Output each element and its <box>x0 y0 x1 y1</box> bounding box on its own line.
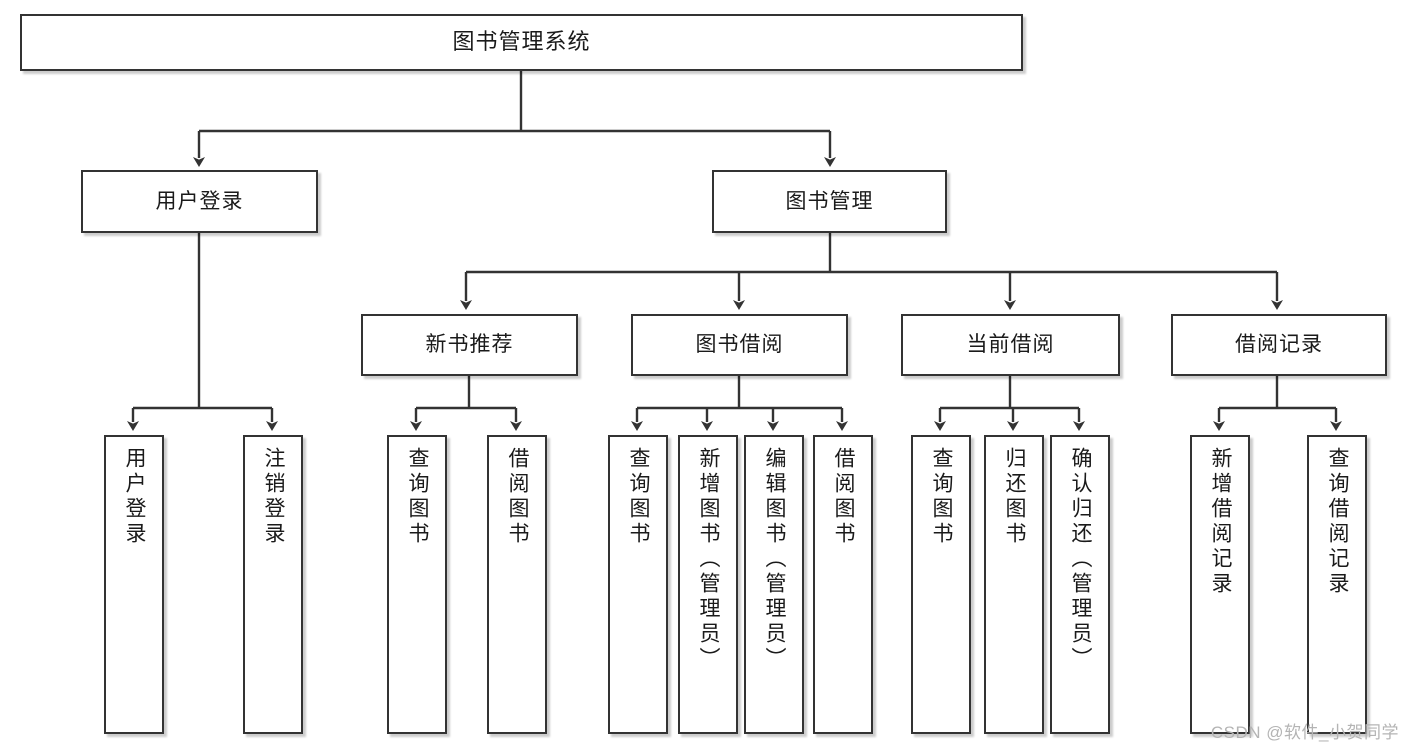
node-leaf-borrow-book-nb[interactable]: 借阅图书 <box>487 435 547 734</box>
node-leaf-query-book-cb-label: 查询图书 <box>930 447 954 547</box>
node-user-login-label: 用户登录 <box>155 189 244 213</box>
node-leaf-borrow-book-nb-label: 借阅图书 <box>506 447 530 547</box>
node-leaf-user-login-label: 用户登录 <box>123 447 147 547</box>
node-leaf-confirm-return-label: 确认归还（管理员） <box>1069 447 1093 672</box>
node-leaf-query-book-bb-label: 查询图书 <box>627 447 651 547</box>
node-leaf-return-book-label: 归还图书 <box>1003 447 1027 547</box>
node-leaf-query-record-label: 查询借阅记录 <box>1326 447 1350 597</box>
node-leaf-query-book-nb[interactable]: 查询图书 <box>387 435 447 734</box>
node-new-book-recommend[interactable]: 新书推荐 <box>361 314 578 376</box>
node-leaf-edit-book[interactable]: 编辑图书（管理员） <box>744 435 804 734</box>
node-leaf-add-book-label: 新增图书（管理员） <box>697 447 721 672</box>
node-book-borrow[interactable]: 图书借阅 <box>631 314 848 376</box>
node-leaf-query-book-cb[interactable]: 查询图书 <box>911 435 971 734</box>
edges-borrow-record <box>1213 376 1342 431</box>
edges-user-login <box>127 233 278 431</box>
node-leaf-confirm-return[interactable]: 确认归还（管理员） <box>1050 435 1110 734</box>
node-root-label: 图书管理系统 <box>452 29 591 55</box>
node-leaf-query-book-nb-label: 查询图书 <box>406 447 430 547</box>
node-leaf-add-book[interactable]: 新增图书（管理员） <box>678 435 738 734</box>
node-leaf-borrow-book-bb-label: 借阅图书 <box>832 447 856 547</box>
node-leaf-logout[interactable]: 注销登录 <box>243 435 303 734</box>
node-book-manage-label: 图书管理 <box>785 189 874 213</box>
node-borrow-record-label: 借阅记录 <box>1235 333 1323 357</box>
node-book-manage[interactable]: 图书管理 <box>712 170 947 233</box>
node-leaf-return-book[interactable]: 归还图书 <box>984 435 1044 734</box>
node-user-login[interactable]: 用户登录 <box>81 170 318 233</box>
edges-root <box>193 71 836 167</box>
node-leaf-logout-label: 注销登录 <box>262 447 286 547</box>
edges-new-book <box>410 376 522 431</box>
watermark: CSDN @软件_小贺同学 <box>1210 723 1399 742</box>
node-borrow-record[interactable]: 借阅记录 <box>1171 314 1387 376</box>
node-leaf-add-record[interactable]: 新增借阅记录 <box>1190 435 1250 734</box>
node-new-book-recommend-label: 新书推荐 <box>425 333 514 357</box>
node-leaf-add-record-label: 新增借阅记录 <box>1209 447 1233 597</box>
node-leaf-user-login[interactable]: 用户登录 <box>104 435 164 734</box>
edges-current-borrow <box>934 376 1085 431</box>
node-leaf-edit-book-label: 编辑图书（管理员） <box>763 447 787 672</box>
node-leaf-query-book-bb[interactable]: 查询图书 <box>608 435 668 734</box>
edges-book-borrow <box>631 376 848 431</box>
node-root[interactable]: 图书管理系统 <box>20 14 1023 71</box>
node-book-borrow-label: 图书借阅 <box>695 333 784 357</box>
node-leaf-borrow-book-bb[interactable]: 借阅图书 <box>813 435 873 734</box>
node-current-borrow[interactable]: 当前借阅 <box>901 314 1120 376</box>
edges-book-manage <box>460 233 1283 310</box>
node-leaf-query-record[interactable]: 查询借阅记录 <box>1307 435 1367 734</box>
node-current-borrow-label: 当前借阅 <box>966 333 1055 357</box>
